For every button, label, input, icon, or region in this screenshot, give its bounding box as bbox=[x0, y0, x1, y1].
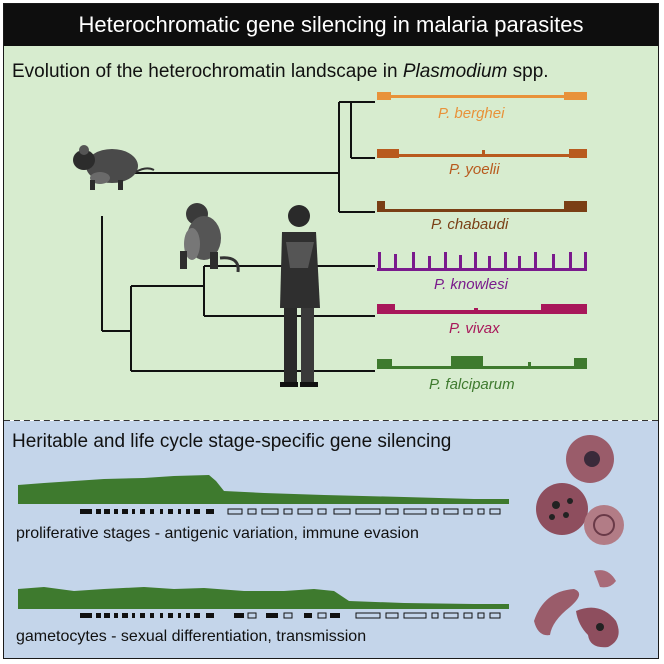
track-p-falciparum bbox=[377, 356, 587, 369]
silencing-panel: Heritable and life cycle stage-specific … bbox=[4, 421, 658, 658]
phylogenetic-tree bbox=[73, 92, 587, 387]
track-p-berghei bbox=[377, 92, 587, 100]
figure-frame: Heterochromatic gene silencing in malari… bbox=[3, 3, 659, 659]
species-label-p-vivax: P. vivax bbox=[449, 320, 500, 337]
human-icon bbox=[280, 205, 320, 387]
title-bar: Heterochromatic gene silencing in malari… bbox=[4, 4, 658, 46]
caption-proliferative: proliferative stages - antigenic variati… bbox=[16, 525, 419, 542]
track-p-chabaudi bbox=[377, 201, 587, 212]
gametocytes-icon bbox=[534, 570, 619, 648]
species-label-p-falciparum: P. falciparum bbox=[429, 376, 515, 393]
evolution-panel: Evolution of the heterochromatin landsca… bbox=[4, 46, 658, 420]
silencing-tracks bbox=[18, 435, 624, 648]
caption-gametocytes: gametocytes - sexual differentiation, tr… bbox=[16, 628, 367, 645]
species-label-p-chabaudi: P. chabaudi bbox=[431, 216, 509, 233]
track-p-vivax bbox=[377, 304, 587, 314]
gene-map-gametocytes bbox=[80, 612, 501, 619]
gametocyte-profile bbox=[18, 587, 509, 609]
infected-red-blood-cells-icon bbox=[536, 435, 624, 545]
track-p-knowlesi bbox=[377, 252, 587, 271]
silencing-heading: Heritable and life cycle stage-specific … bbox=[12, 431, 452, 452]
species-label-p-berghei: P. berghei bbox=[438, 105, 505, 122]
evolution-heading: Evolution of the heterochromatin landsca… bbox=[12, 61, 549, 82]
figure-title: Heterochromatic gene silencing in malari… bbox=[78, 12, 584, 37]
mouse-icon bbox=[73, 145, 155, 190]
track-p-yoelii bbox=[377, 149, 587, 158]
monkey-icon bbox=[180, 203, 240, 273]
species-label-p-yoelii: P. yoelii bbox=[449, 161, 500, 178]
gene-map-proliferative bbox=[80, 508, 501, 515]
proliferative-profile bbox=[18, 475, 509, 504]
species-label-p-knowlesi: P. knowlesi bbox=[434, 276, 508, 293]
